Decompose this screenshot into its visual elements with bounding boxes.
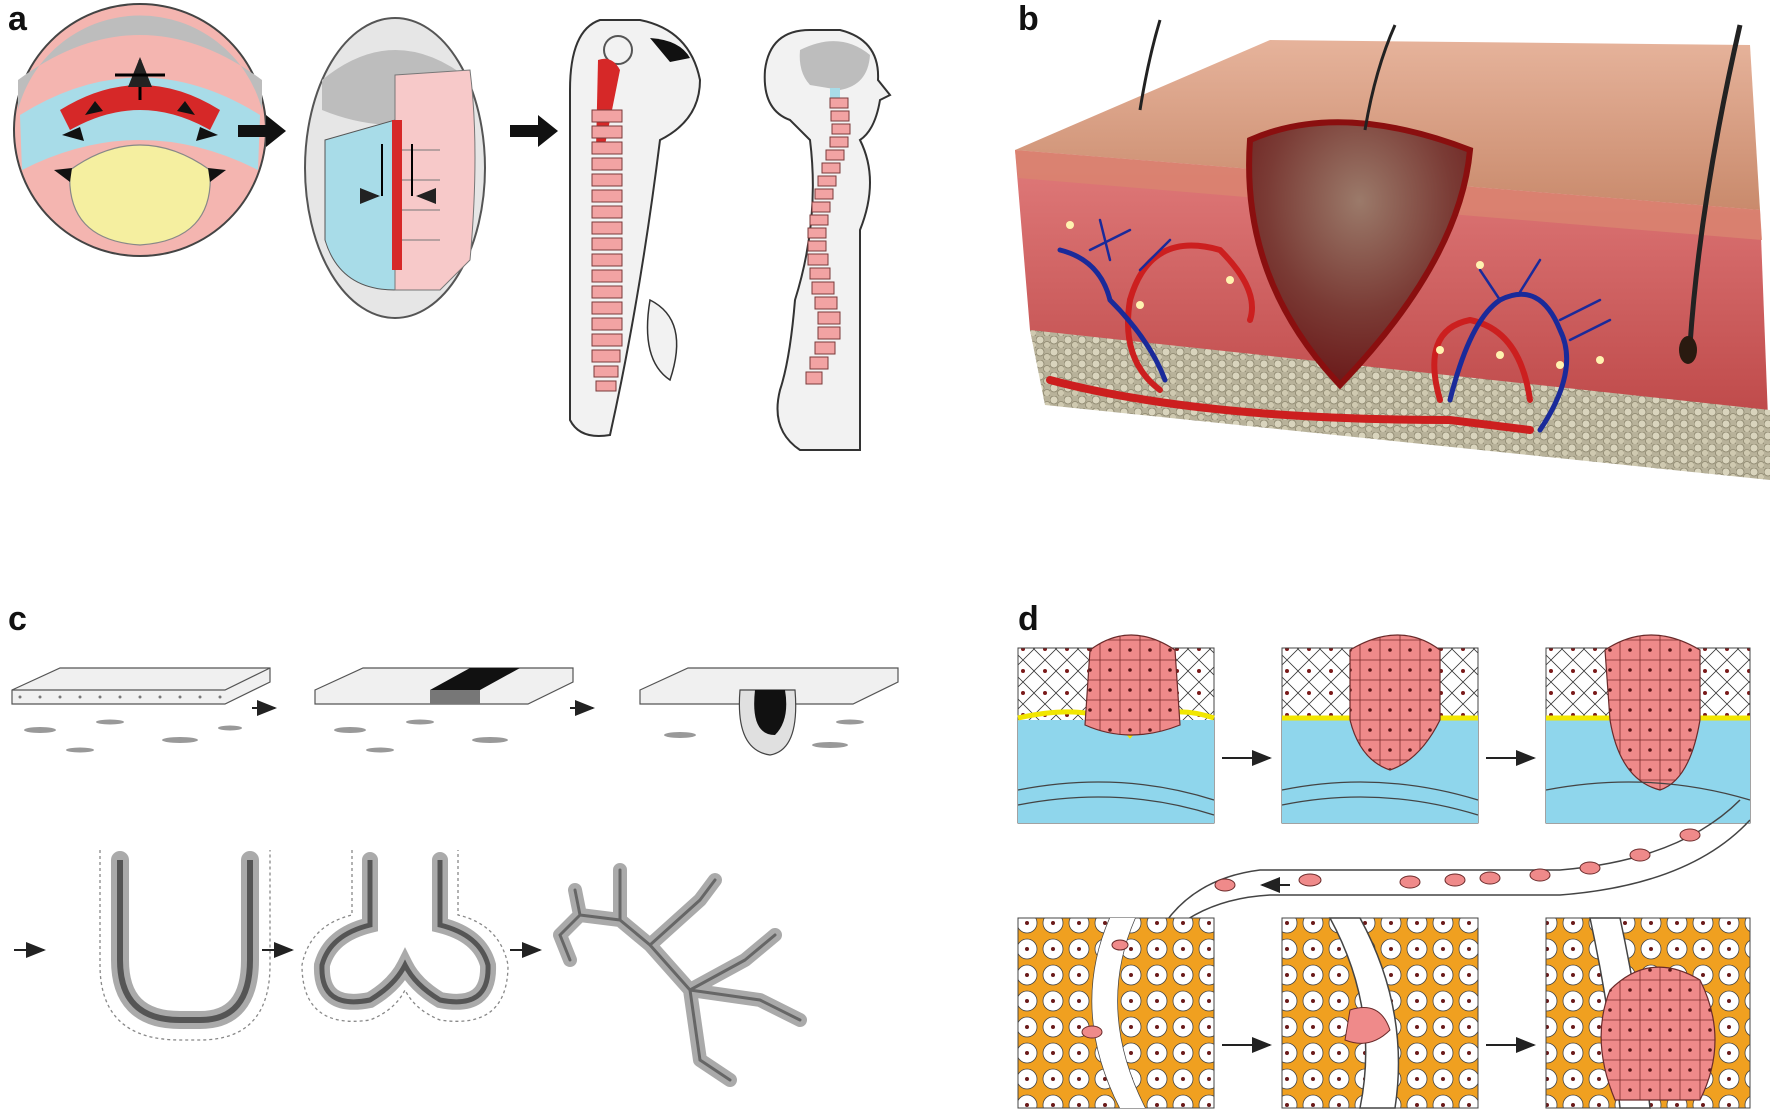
panel-c [11, 667, 899, 1087]
embryo-vertebrae [591, 109, 623, 392]
panel-b [1015, 19, 1770, 480]
panel-label-d: d [1018, 600, 1039, 638]
panel-label-b: b [1018, 0, 1039, 38]
panel-label-a: a [8, 0, 27, 38]
human-profile-stage [763, 29, 892, 451]
invasion-stage-2 [1281, 634, 1479, 824]
human-vertebrae [805, 97, 851, 385]
wound [1246, 119, 1474, 390]
embryo-disc-stage [13, 3, 267, 257]
panel-a [13, 3, 892, 451]
blood-vessels [1046, 218, 1612, 434]
hair-icon [1138, 19, 1743, 346]
embryo-fetus-stage [569, 19, 702, 437]
panel-d [1017, 634, 1751, 1109]
embryo-oval-stage [304, 17, 486, 319]
extravasation-stage-3 [1545, 917, 1751, 1109]
extravasation-stage-1 [1017, 917, 1215, 1109]
tube-arborized [553, 863, 807, 1087]
invasion-stage-1 [1017, 634, 1215, 824]
invasion-stage-3 [1545, 634, 1751, 824]
epithelium-flat [11, 667, 271, 753]
tube-branching [301, 850, 509, 1022]
epithelium-thickening [314, 667, 574, 753]
epithelium-invagination [639, 667, 899, 756]
extravasation-stage-2 [1281, 917, 1479, 1109]
arrow-right-icon [238, 115, 286, 147]
panel-label-c: c [8, 600, 27, 638]
tube-u-shape [99, 850, 271, 1041]
arrow-right-icon [510, 115, 558, 147]
